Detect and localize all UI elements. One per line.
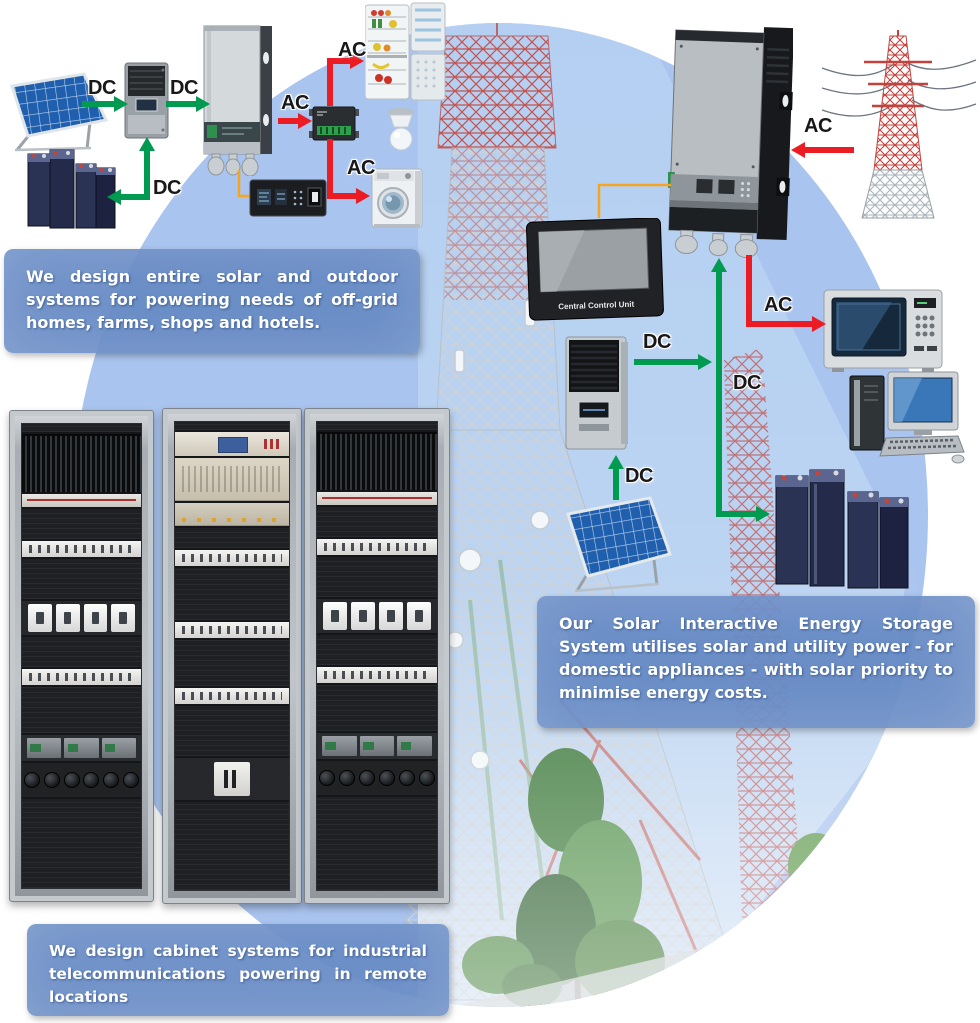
washing-machine-icon (371, 168, 423, 228)
desktop-computer-icon (849, 371, 965, 464)
flow-label-dc-solar: DC (625, 465, 653, 487)
flow-label-ac-grid: AC (804, 115, 832, 137)
ac-distribution-box-icon (309, 106, 359, 141)
battery-bank-left-icon (27, 149, 116, 229)
solar-panel-right-icon (566, 496, 672, 593)
caption-cabinet-systems: We design cabinet systems for industrial… (27, 924, 449, 1016)
solar-panel-left-icon (10, 72, 108, 152)
telecom-cabinet-2 (162, 408, 302, 904)
flow-label-ac-3: AC (347, 157, 375, 179)
refrigerator-icon (365, 2, 446, 101)
solar-charge-controller-icon (565, 336, 628, 450)
remote-control-panel-icon (249, 179, 327, 217)
flow-label-dc-bus: DC (643, 331, 671, 353)
telecom-cabinet-3 (304, 408, 450, 904)
flow-label-ac-1: AC (281, 92, 309, 114)
battery-bank-right-icon (775, 469, 909, 589)
telecom-cabinet-1 (9, 410, 154, 902)
flow-label-dc-battery: DC (733, 372, 761, 394)
caption-offgrid-systems: We design entire solar and outdoor syste… (4, 249, 420, 353)
flow-label-dc-1: DC (88, 77, 116, 99)
inverter-left-icon (203, 25, 272, 176)
hybrid-inverter-icon (668, 27, 793, 258)
lamp-icon (388, 108, 414, 151)
flow-label-dc-2: DC (170, 77, 198, 99)
microwave-oven-icon (823, 289, 943, 372)
utility-grid-tower-icon (821, 30, 977, 219)
flow-label-ac-microwave: AC (764, 294, 792, 316)
flow-label-dc-3: DC (153, 177, 181, 199)
central-control-unit-icon: Central Control Unit (526, 218, 664, 321)
charge-controller-left-icon (124, 62, 169, 139)
caption-storage-system: Our Solar Interactive Energy Storage Sys… (537, 596, 975, 728)
flow-label-ac-2: AC (338, 39, 366, 61)
